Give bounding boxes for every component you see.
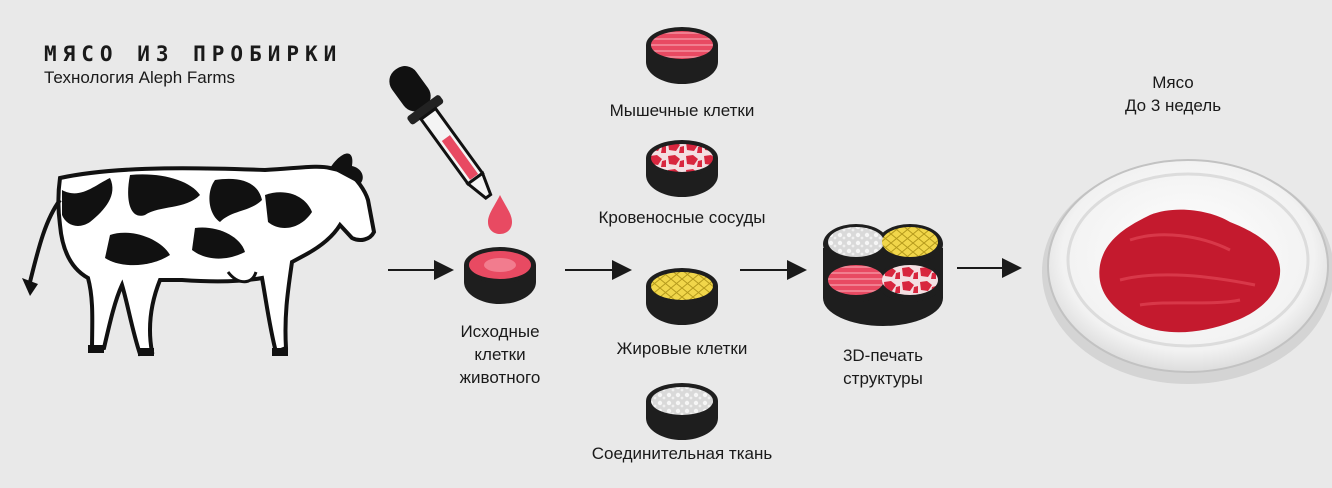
source-cells-dish-icon xyxy=(464,247,536,304)
connective-tissue-label: Соединительная ткань xyxy=(591,444,773,463)
fat-cells-dish-icon xyxy=(646,268,718,325)
muscle-cells-dish-icon xyxy=(646,27,718,84)
printing-label-line2: структуры xyxy=(843,369,923,388)
page-title: МЯСО ИЗ ПРОБИРКИ xyxy=(44,42,343,66)
source-cells-label-line1: Исходные xyxy=(460,322,540,341)
meat-label-line1: Мясо xyxy=(1152,73,1194,92)
blood-vessels-label: Кровеносные сосуды xyxy=(598,208,766,227)
printed-structure-icon xyxy=(823,224,943,326)
meat-label: Мясо До 3 недель xyxy=(1103,71,1243,117)
source-cells-label: Исходные клетки животного xyxy=(445,320,555,389)
printing-label: 3D-печать структуры xyxy=(823,344,943,390)
connective-tissue-dish-icon xyxy=(646,383,718,440)
source-cells-label-line2: клетки xyxy=(474,345,526,364)
printing-label-line1: 3D-печать xyxy=(842,346,924,365)
pipette-icon xyxy=(389,66,493,200)
muscle-cells-label: Мышечные клетки xyxy=(609,101,755,120)
petri-dish-meat-icon xyxy=(1042,159,1332,384)
blood-vessels-dish-icon xyxy=(646,140,718,197)
meat-label-line2: До 3 недель xyxy=(1124,96,1222,115)
cow-icon xyxy=(22,153,377,357)
source-cells-label-line3: животного xyxy=(459,368,541,387)
fat-cells-label: Жировые клетки xyxy=(616,339,748,358)
page-subtitle: Технология Aleph Farms xyxy=(44,68,236,87)
blood-drop-icon xyxy=(488,195,512,234)
